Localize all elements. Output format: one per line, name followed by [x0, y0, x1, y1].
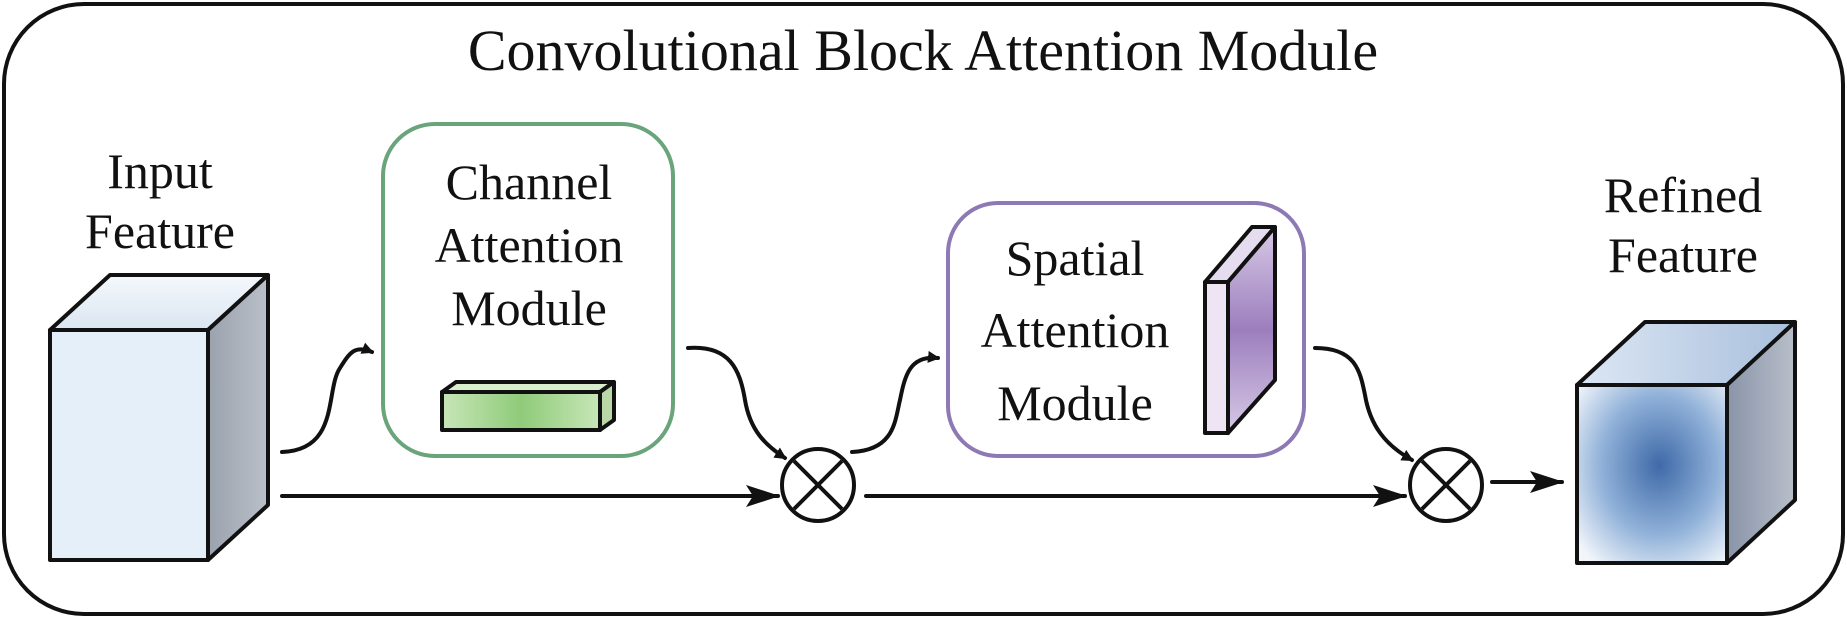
channel-attention-map — [440, 380, 616, 432]
input-feature-label-line1: Input — [107, 143, 213, 199]
spatial-attention-label-line1: Spatial — [1006, 230, 1145, 286]
refined-feature-cube — [1575, 320, 1797, 565]
multiply-operator-2 — [1408, 447, 1484, 523]
refined-feature-label-line2: Feature — [1608, 227, 1758, 283]
channel-attention-label-line3: Module — [451, 280, 607, 336]
multiply-operator-1 — [780, 447, 856, 523]
channel-attention-label-line2: Attention — [435, 217, 624, 273]
arrow-input-to-channel — [280, 342, 374, 454]
input-feature-label-line2: Feature — [85, 203, 235, 259]
arrow-spatial-to-multiply — [1313, 346, 1414, 462]
arrow-multiply-to-spatial — [850, 350, 940, 454]
refined-feature-label-line1: Refined — [1604, 167, 1762, 223]
diagram-title: Convolutional Block Attention Module — [468, 18, 1378, 83]
spatial-attention-map — [1203, 225, 1277, 435]
input-feature-cube — [48, 273, 270, 562]
channel-attention-box — [381, 122, 675, 458]
spatial-attention-label-line2: Attention — [981, 302, 1170, 358]
channel-attention-label-line1: Channel — [446, 154, 613, 210]
spatial-attention-label-line3: Module — [997, 375, 1153, 431]
arrow-channel-to-multiply — [686, 345, 787, 460]
